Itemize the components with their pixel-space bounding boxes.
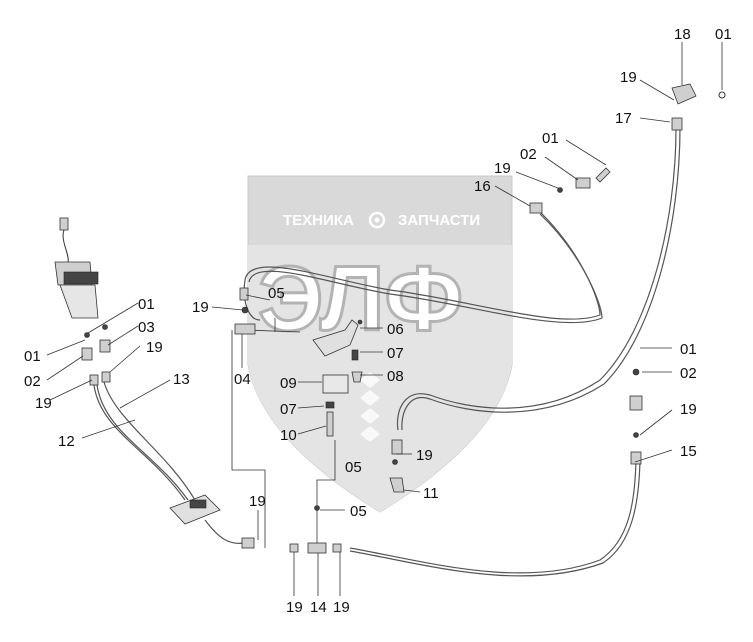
control-valve [54,217,99,319]
part-label-11: 11 [423,485,439,502]
bracket-plate [169,494,221,525]
part-label-19: 19 [333,599,350,616]
oring-19-16 [557,187,563,193]
tube-04-to-14 [231,330,266,548]
part-label-18: 18 [674,26,691,43]
hose-15 [349,459,637,574]
part-label-19: 19 [494,160,511,177]
part-label-03: 03 [138,319,155,336]
watermark-logo: ЭЛФ [258,248,463,350]
washer-07-top [351,349,359,361]
hose-end-16 [529,202,543,214]
washer-07-bottom [325,401,335,409]
bolt-06 [357,319,363,325]
fitting-02-left [81,347,93,361]
bracket-clamp [189,499,207,509]
fitting-03 [99,339,111,353]
part-label-13: 13 [173,371,190,388]
part-label-07: 07 [387,345,404,362]
hose-lower-left [204,519,246,545]
part-label-19: 19 [620,69,637,86]
hose-end-12 [89,374,99,386]
fitting-19-right [332,543,342,553]
elbow-18 [671,83,697,105]
part-label-19: 19 [680,401,697,418]
bracket-06 [312,319,359,357]
oring-01-left [84,332,90,338]
tube-14-up [316,440,336,548]
gear-icon [368,211,386,229]
part-label-15: 15 [680,443,697,460]
hose-12 [93,384,186,501]
tee-14 [307,542,327,554]
part-label-08: 08 [387,368,404,385]
part-label-05: 05 [350,503,367,520]
oring-01-18 [718,91,726,99]
part-label-01: 01 [542,130,559,147]
part-label-01: 01 [680,341,697,358]
oring-01-15 [632,368,640,376]
part-label-14: 14 [310,599,327,616]
part-label-19: 19 [146,339,163,356]
hose-end-upper-left [239,287,249,301]
part-label-01: 01 [24,348,41,365]
fitting-19-left [289,543,299,553]
watermark-wheat-icon [360,372,380,442]
part-label-19: 19 [192,299,209,316]
part-label-06: 06 [387,321,404,338]
leader-lines [46,42,723,596]
part-label-05: 05 [268,285,285,302]
part-label-12: 12 [58,433,75,450]
elbow-11 [389,477,405,493]
nut-08 [351,371,363,383]
part-labels: 18 01 19 17 01 02 19 16 01 03 19 01 02 1… [24,26,732,616]
part-label-19: 19 [286,599,303,616]
watermark-shield-inner [248,245,512,512]
bolt-10 [326,411,334,437]
hose-12-b [96,384,189,501]
part-label-04: 04 [234,371,251,388]
adapter-02-upper [575,177,591,189]
watermark-brand-right: ЗАПЧАСТИ [398,212,480,229]
part-label-19: 19 [35,395,52,412]
part-label-09: 09 [280,375,297,392]
hose-end-lower-left [241,537,255,549]
oring-05-bottom [314,505,320,511]
part-label-17: 17 [615,110,632,127]
plug-01-upper [595,167,611,183]
hose-end-13 [101,371,111,383]
components [54,83,726,554]
part-label-02: 02 [24,373,41,390]
part-label-19: 19 [249,493,266,510]
watermark: ТЕХНИКА ЗАПЧАСТИ ЭЛФ [247,175,513,513]
hose-17-b [401,127,681,431]
part-label-02: 02 [680,365,697,382]
part-label-01: 01 [715,26,732,43]
part-label-01: 01 [138,296,155,313]
hose-end-17-upper [671,117,683,131]
hoses [93,127,681,577]
oring-19-15 [633,432,639,438]
hose-13 [103,381,196,501]
hose-15-b [349,459,641,577]
watermark-brand-left: ТЕХНИКА [283,212,354,229]
hose-17 [396,127,677,431]
part-label-19: 19 [416,447,433,464]
tee-04 [234,323,256,335]
part-label-02: 02 [520,146,537,163]
oring-01-right [102,324,108,330]
oring-19-lower [392,459,398,465]
hose-end-17-lower [391,439,403,455]
part-label-16: 16 [474,178,491,195]
part-label-07: 07 [280,401,297,418]
hose-end-15 [630,451,642,465]
part-label-05: 05 [345,459,362,476]
part-label-10: 10 [280,427,297,444]
adapter-02-15 [629,395,643,411]
hose-main-upper-b [248,213,603,324]
clamp-09 [322,374,349,394]
